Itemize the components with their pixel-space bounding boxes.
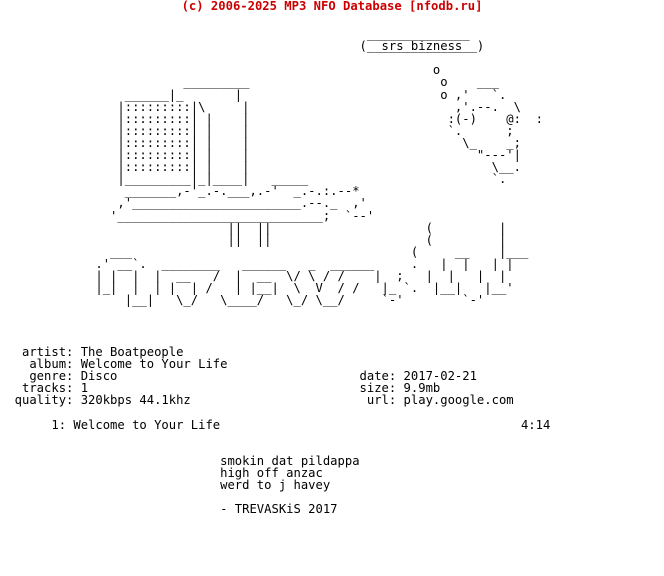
release-info: artist: The Boatpeople album: Welcome to… [0,345,551,517]
info-line: smokin dat pildappa [0,453,360,468]
art-line: || || ( | [0,232,507,247]
info-line: quality: 320kbps 44.1khz url: play.googl… [0,393,514,408]
art-line: _______,-'_.-.___,.-' _.-.:.--* [0,184,360,199]
art-line: ‾‾‾‾‾‾‾‾‾‾‾‾‾‾‾ [0,51,477,66]
art-line: |:::::::::| | | \__. [0,160,521,175]
info-line: genre: Disco date: 2017-02-21 [0,369,477,384]
art-line: .' `. ________ ______ _ ______ . | | | | [0,256,514,271]
art-line: |:::::::::| | | `. ; [0,123,514,138]
art-line: |_________|_|____| _____ `. [0,172,507,187]
art-line: o [0,63,441,78]
art-line: |:::::::::|\ | ,'.--. \ [0,99,521,114]
info-line: artist: The Boatpeople [0,345,184,359]
art-line: |_| | | | | / | |__| \ V / / |_ `. |__| … [0,281,514,296]
art-line: |:::::::::| | | "---'| [0,148,521,163]
ascii-art: ______________ ( srs bizness ) ‾‾‾‾‾‾‾‾‾… [0,16,543,306]
site-header: (c) 2006-2025 MP3 NFO Database [nfodb.ru… [181,0,483,13]
info-line: album: Welcome to Your Life [0,357,228,372]
info-line: werd to j havey [0,478,331,493]
art-line: ______|_ | o ,' `. [0,87,507,102]
art-line: ______________ [0,27,470,42]
art-line: || || ( | [0,220,507,235]
art-line: '____________________________; `--' [0,208,375,223]
art-line: |__| \_/ \____/ \_/ \__/ `-' `-' [0,293,485,308]
art-line: ( srs bizness ) [0,39,485,54]
art-line: |:::::::::| | | :(-) @: : [0,111,543,126]
art-line: ___ ( __ |___ [0,244,529,259]
info-line: 1: Welcome to Your Life 4:14 [0,417,551,432]
info-line: high off anzac [0,465,323,480]
art-line: _________ o ___ [0,75,499,90]
art-line: ,'_______________________.--._ ,' [0,196,367,211]
art-line: |:::::::::| | | \_ _; [0,135,521,150]
info-line: tracks: 1 size: 9.9mb [0,381,441,396]
info-line: - TREVASKiS 2017 [0,502,338,517]
art-line: | |‾‾| | __ / | __ \/ \ / / ‾‾ | ; | | |… [0,268,521,283]
